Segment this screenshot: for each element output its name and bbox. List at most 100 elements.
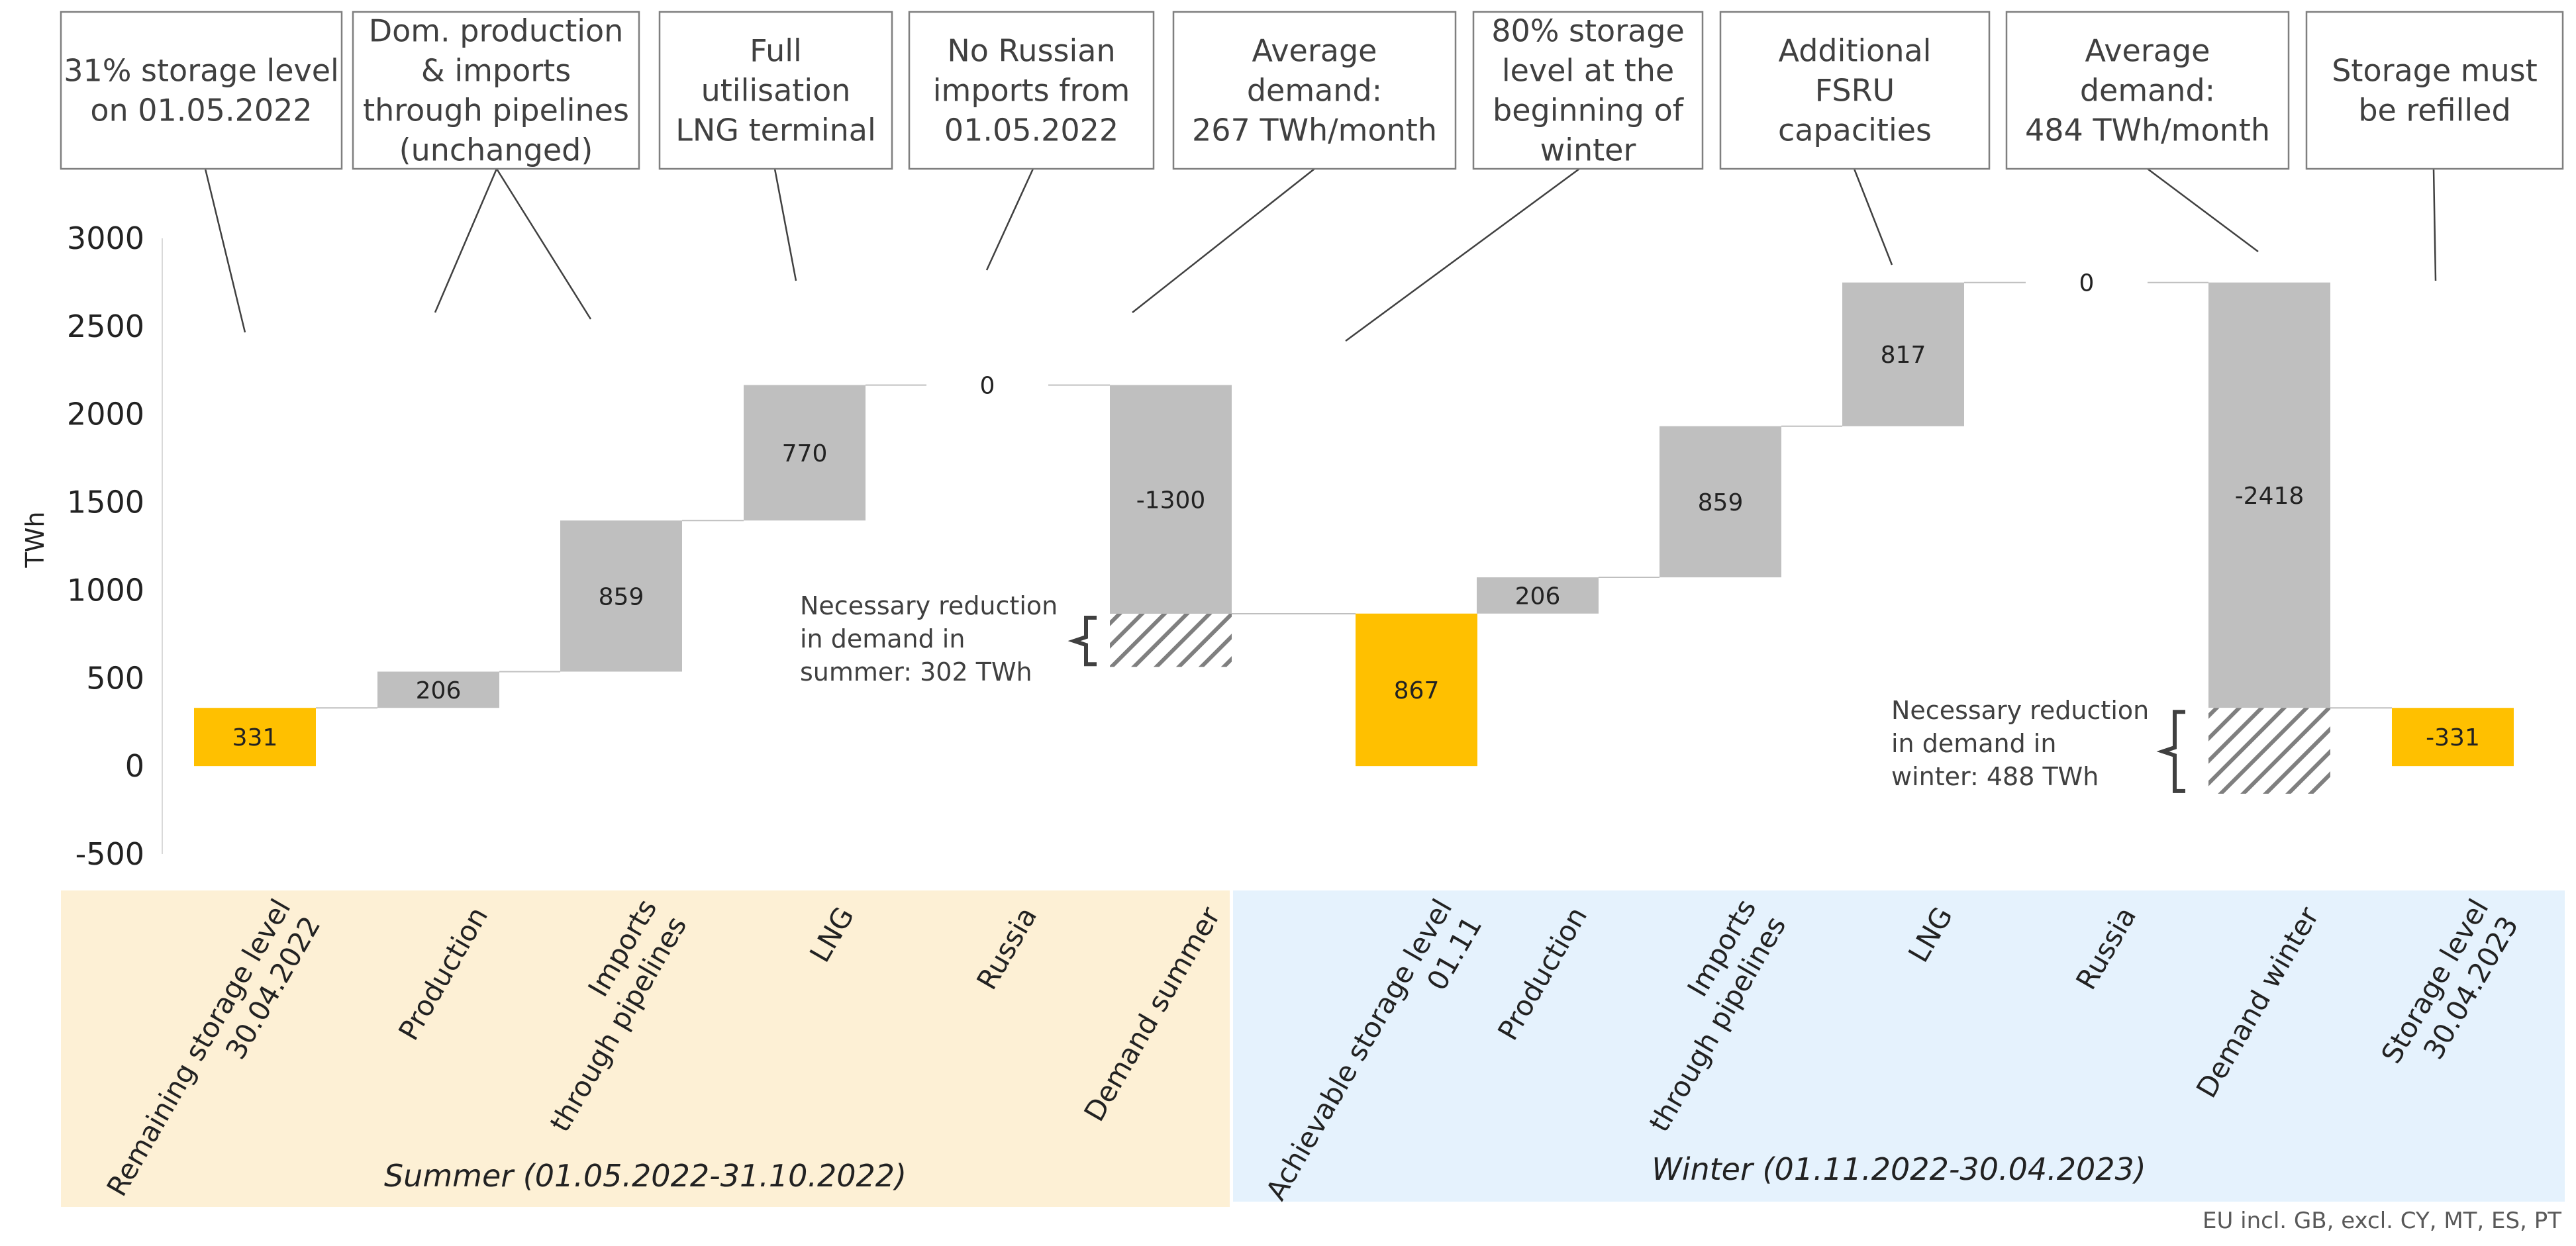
bar (2208, 282, 2330, 708)
callout-text-line: Dom. production (369, 13, 624, 49)
callout-leader-line (495, 168, 592, 320)
bar (1477, 577, 1599, 614)
callout-text-line: capacities (1778, 113, 1932, 148)
bar-value-label: 0 (980, 373, 995, 400)
callout-box (60, 11, 343, 170)
callout-box (352, 11, 640, 170)
callout-text-line: Full (750, 33, 802, 69)
callout-box (2005, 11, 2290, 170)
callout-leader-line (2432, 168, 2437, 281)
callout: 80% storage level at the beginning of winte… (1345, 11, 1704, 342)
callout-text-line: LNG terminal (675, 113, 875, 148)
bar-value-label: 331 (232, 724, 278, 751)
y-tick-label: 1500 (67, 485, 144, 520)
bar-value-label: 859 (1698, 489, 1744, 516)
callout-leader-line (985, 168, 1034, 271)
bar-value-label: -331 (2426, 724, 2480, 751)
callout-text-line: 01.05.2022 (944, 113, 1118, 148)
callout-text-line: imports from (933, 73, 1130, 109)
callout-text-line: FSRU (1815, 73, 1895, 109)
callout-box (2305, 11, 2564, 170)
callout-text-line: utilisation (701, 73, 851, 109)
bar-value-label: 206 (1515, 583, 1561, 610)
callout-leader-line (1132, 168, 1315, 313)
callout-text-line: (unchanged) (399, 132, 593, 168)
bar-value-label: 817 (1881, 342, 1926, 369)
callout-text-line: be refilled (2358, 93, 2510, 128)
y-tick-label: 0 (125, 748, 144, 784)
callout-box (908, 11, 1155, 170)
bar (194, 708, 316, 767)
reduction-note-line: in demand in (1891, 729, 2056, 758)
bar (560, 520, 682, 672)
callout-leader-line (2147, 168, 2259, 253)
callout-text-line: 80% storage (1491, 13, 1685, 49)
bar (1660, 426, 1781, 578)
callout-text-line: through pipelines (363, 93, 629, 128)
bar-value-label: 859 (599, 583, 644, 610)
reduction-note-line: Necessary reduction (1891, 696, 2149, 725)
bar (1110, 385, 1232, 614)
period-label: Winter (01.11.2022-30.04.2023) (1652, 1151, 2146, 1187)
callout-box (1719, 11, 1991, 170)
callout-text-line: beginning of (1493, 93, 1685, 128)
callout-text-line: Average (2085, 33, 2210, 69)
bar (1842, 282, 1964, 426)
callout-text-line: Additional (1779, 33, 1932, 69)
callout: 31% storage level on 01.05.2022 (60, 11, 343, 333)
callout-text-line: Storage must (2332, 53, 2538, 89)
reduction-brace (1067, 616, 1097, 667)
callout: Average demand: 484 TWh/month (2005, 11, 2290, 253)
bar (1356, 613, 1477, 767)
callout-text-line: 484 TWh/month (2025, 113, 2270, 148)
callout-text-line: 31% storage level (64, 53, 339, 89)
source-note: EU incl. GB, excl. CY, MT, ES, PT (2203, 1208, 2561, 1234)
callout-text-line: Average (1252, 33, 1377, 69)
period-label: Summer (01.05.2022-31.10.2022) (384, 1158, 907, 1194)
callout-text-line: No Russian (947, 33, 1115, 69)
reduction-note-line: in demand in (800, 624, 965, 653)
y-tick-label: 500 (86, 660, 144, 696)
callout-leader-line (434, 168, 498, 313)
callout-leader-line (204, 168, 246, 333)
reduction-note-line: summer: 302 TWh (800, 657, 1032, 687)
callout-text-line: & imports (421, 53, 571, 89)
reduction-note-line: winter: 488 TWh (1891, 762, 2099, 791)
bar-value-label: -2418 (2235, 483, 2304, 510)
callout: No Russian imports from 01.05.2022 (908, 11, 1155, 271)
callout-box (1172, 11, 1457, 170)
callout-text-line: winter (1540, 132, 1636, 168)
y-tick-label: 2000 (67, 397, 144, 432)
callout: Storage must be refilled (2305, 11, 2564, 281)
y-tick-label: 3000 (67, 220, 144, 256)
callout-text-line: demand: (2080, 73, 2215, 109)
bar (744, 385, 866, 521)
callout-leader-line (1345, 168, 1580, 342)
bar-value-label: 867 (1394, 677, 1440, 704)
y-tick-label: 1000 (67, 572, 144, 608)
y-axis-title: TWh (21, 512, 50, 569)
y-tick-label: 2500 (67, 309, 144, 344)
callout: Dom. production & imports through pipeline… (352, 11, 640, 320)
callout-leader-line (773, 168, 797, 281)
callout-box (658, 11, 893, 170)
bar (377, 671, 499, 708)
callout-text-line: on 01.05.2022 (90, 93, 312, 128)
bar-value-label: 206 (416, 677, 462, 704)
bar-value-label: -1300 (1136, 487, 1206, 514)
y-tick-label: -500 (75, 836, 144, 872)
callout-text-line: level at the (1502, 53, 1674, 89)
callout-text-line: 267 TWh/month (1192, 113, 1437, 148)
callout-leader-line (1853, 168, 1893, 265)
period-band (61, 890, 1230, 1207)
bar-value-label: 0 (2079, 270, 2095, 297)
bar (2392, 708, 2514, 767)
reduction-hatch-bar (1110, 614, 1232, 667)
bar-value-label: 770 (782, 440, 828, 467)
reduction-hatch-bar (2208, 708, 2330, 794)
reduction-note-line: Necessary reduction (800, 591, 1058, 620)
